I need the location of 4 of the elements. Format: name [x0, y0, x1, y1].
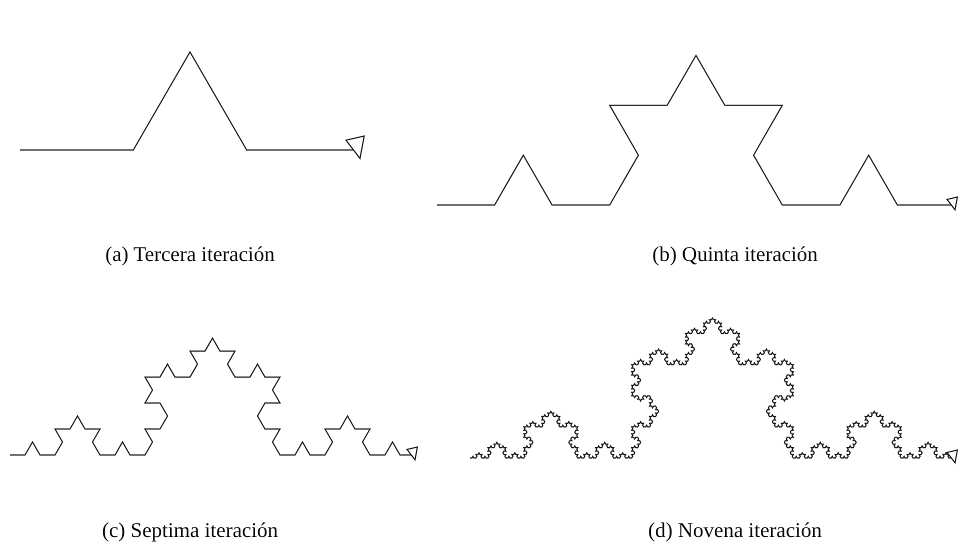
figure-caption: (c) Septima iteración [102, 518, 278, 543]
figure-caption: (d) Novena iteración [648, 518, 822, 543]
figure-caption: (a) Tercera iteración [105, 242, 275, 267]
figure-caption: (b) Quinta iteración [652, 242, 818, 267]
